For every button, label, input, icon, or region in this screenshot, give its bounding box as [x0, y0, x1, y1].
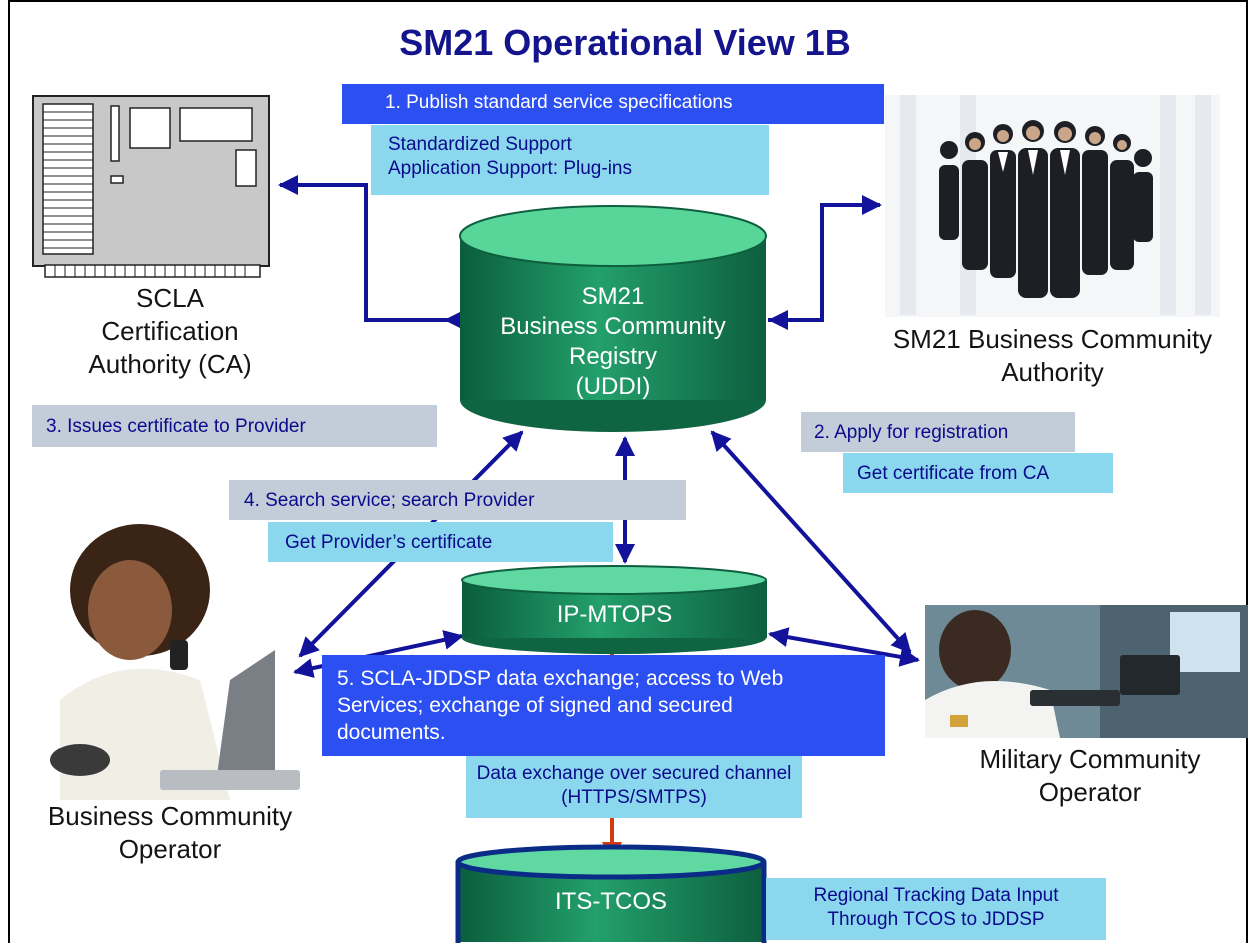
ipmtops-label: IP-MTOPS	[556, 601, 673, 628]
sm21-authority-label: SM21 Business Community Authority	[892, 324, 1213, 387]
ipmtops-cylinder	[461, 565, 767, 654]
page-title: SM21 Operational View 1B	[399, 22, 851, 63]
step2-box: 2. Apply for registration	[801, 412, 1075, 452]
slide-frame	[8, 0, 1248, 943]
military-operator-photo	[925, 605, 1248, 738]
military-operator-label: Military Community Operator	[979, 744, 1201, 807]
itstcos-label: ITS-TCOS	[555, 888, 667, 915]
business-operator-label: Business Community Operator	[47, 801, 293, 864]
step3-box: 3. Issues certificate to Provider	[32, 405, 437, 447]
business-operator-photo	[50, 524, 300, 800]
step4-box: 4. Search service; search Provider	[229, 480, 686, 520]
registry-label: SM21 Business Community Registry (UDDI)	[500, 283, 726, 400]
secured-channel-box: Data exchange over secured channel (HTTP…	[466, 756, 802, 818]
step2-detail-box: Get certificate from CA	[843, 453, 1113, 493]
step1-box: 1. Publish standard service specificatio…	[342, 84, 884, 124]
step5-box: 5. SCLA-JDDSP data exchange; access to W…	[322, 655, 885, 756]
step4-detail-box: Get Provider’s certificate	[268, 522, 613, 562]
itstcos-cylinder	[455, 844, 767, 943]
regional-tracking-box: Regional Tracking Data Input Through TCO…	[766, 878, 1106, 940]
scla-label: SCLA Certification Authority (CA)	[88, 283, 252, 379]
registry-cylinder	[459, 205, 767, 432]
circuit-board-icon	[32, 95, 270, 278]
step1-detail-box: Standardized Support Application Support…	[371, 125, 769, 195]
business-team-icon	[885, 95, 1220, 317]
